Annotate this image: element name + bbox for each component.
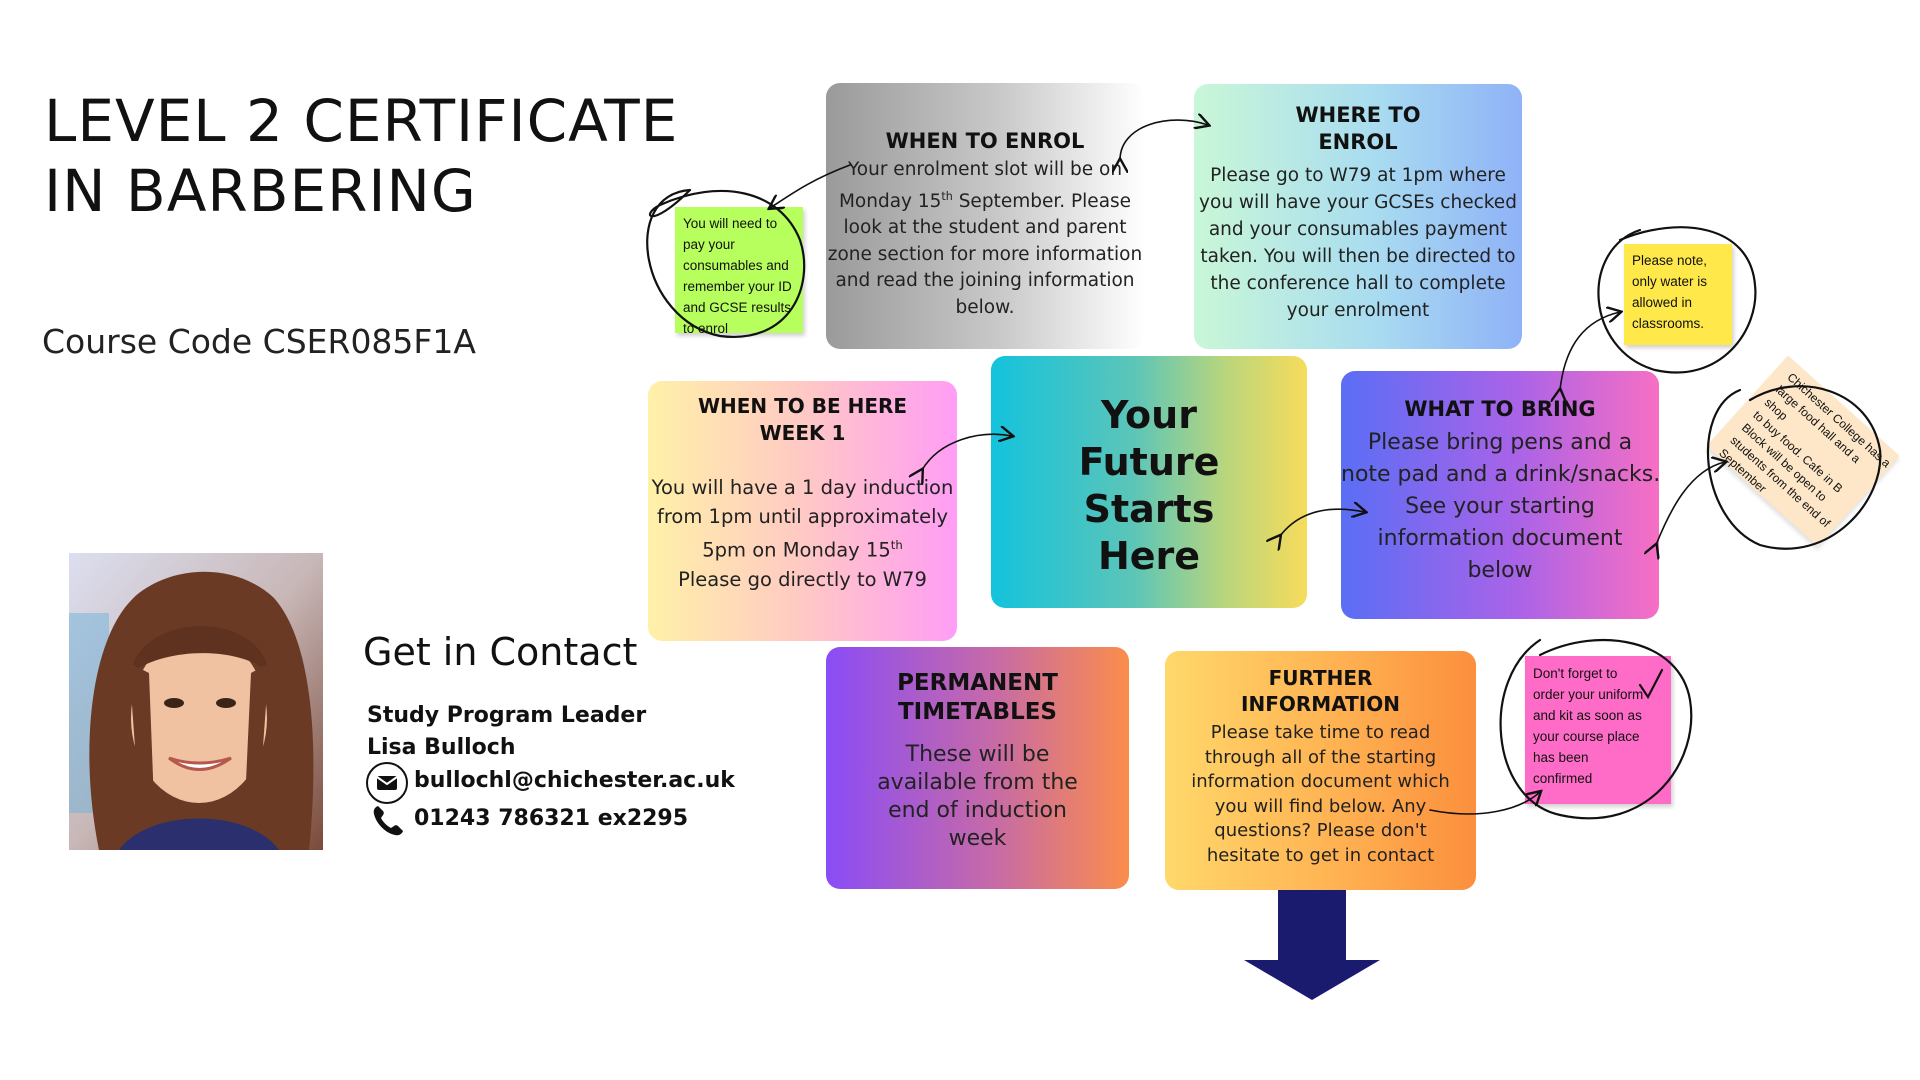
contact-role: Study Program Leader — [367, 703, 647, 728]
sticky-note-food-hall: Chichester College has a large food hall… — [1706, 355, 1900, 547]
contact-name: Lisa Bulloch — [367, 735, 516, 760]
sticky-note-water: Please note, only water is allowed in cl… — [1624, 244, 1732, 345]
what-to-bring-card: WHAT TO BRING Please bring pens and a no… — [1341, 371, 1660, 619]
email-link[interactable]: bullochl@chichester.ac.uk — [414, 768, 735, 793]
page-title: LEVEL 2 CERTIFICATE IN BARBERING — [44, 87, 679, 225]
where-to-enrol-card: WHERE TO ENROL Please go to W79 at 1pm w… — [1194, 84, 1522, 349]
envelope-icon — [366, 762, 408, 804]
when-to-be-here-card: WHEN TO BE HERE WEEK 1 You will have a 1… — [648, 381, 957, 641]
sticky-note-consumables: You will need to pay your consumables an… — [675, 207, 803, 336]
avatar — [69, 553, 323, 850]
contact-heading: Get in Contact — [363, 630, 638, 674]
connector-arrow-peach — [1656, 462, 1725, 545]
permanent-timetables-card: PERMANENT TIMETABLES These will be avail… — [826, 647, 1129, 889]
course-code: Course Code CSER085F1A — [42, 322, 476, 361]
when-to-enrol-card: WHEN TO ENROL Your enrolment slot will b… — [826, 83, 1144, 349]
down-arrow-icon — [1244, 890, 1380, 1000]
future-starts-here-card: Your Future Starts Here — [991, 356, 1307, 608]
further-information-card: FURTHER INFORMATION Please take time to … — [1165, 651, 1476, 890]
sticky-note-uniform: Don't forget to order your uniform and k… — [1525, 656, 1671, 804]
phone-icon — [370, 803, 406, 839]
phone-number: 01243 786321 ex2295 — [414, 806, 689, 831]
